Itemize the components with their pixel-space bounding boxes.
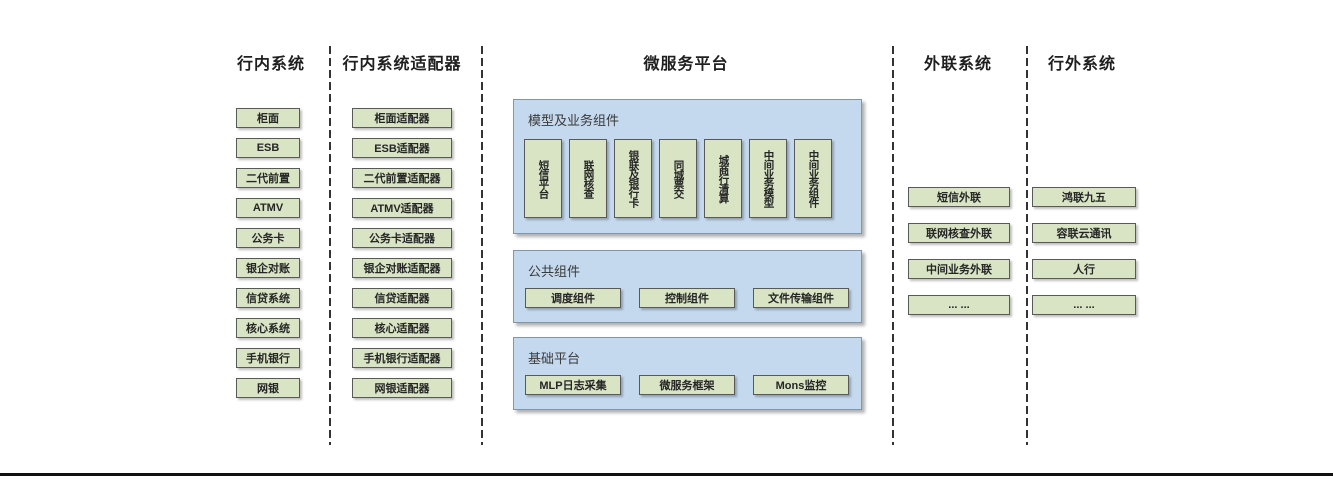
component-box-vertical: 城商行清算	[704, 139, 742, 218]
base-platform-list: MLP日志采集微服务框架 Mons监控	[525, 375, 849, 395]
component-label: 银联及银行卡	[627, 150, 640, 207]
divider-dashed-2	[481, 46, 483, 445]
adapter-box: 信贷适配器	[352, 288, 452, 308]
external-box: 鸿联九五	[1032, 187, 1136, 207]
component-box-vertical: 中间业务模型	[749, 139, 787, 218]
divider-dashed-4	[1026, 46, 1028, 445]
component-label: 短信平台	[537, 159, 550, 198]
system-box: 银企对账	[236, 258, 300, 278]
adapter-box: 手机银行适配器	[352, 348, 452, 368]
component-box-vertical: 同城票交	[659, 139, 697, 218]
system-box: 二代前置	[236, 168, 300, 188]
system-box: 公务卡	[236, 228, 300, 248]
panel-model-business-components: 模型及业务组件 短信平台 联网核查 银联及银行卡 同城票交 城商行清算 中间业务…	[513, 99, 862, 234]
component-box-vertical: 短信平台	[524, 139, 562, 218]
panel-common-components: 公共组件 调度组件控制组件文件传输组件	[513, 250, 862, 323]
system-box: ATMV	[236, 198, 300, 218]
panel-title-model: 模型及业务组件	[528, 113, 620, 128]
external-box: ... ...	[1032, 295, 1136, 315]
component-box: MLP日志采集	[525, 375, 621, 395]
adapter-box: ATMV适配器	[352, 198, 452, 218]
internal-systems-list: 柜面 ESB 二代前置 ATMV 公务卡银企对账信贷系统核心系统手机银行网银	[236, 108, 300, 398]
adapter-box: ESB适配器	[352, 138, 452, 158]
bottom-rule	[0, 473, 1333, 476]
system-box: 信贷系统	[236, 288, 300, 308]
outbound-box: 联网核查外联	[908, 223, 1010, 243]
adapter-box: 柜面适配器	[352, 108, 452, 128]
outbound-systems-list: 短信外联联网核查外联中间业务外联 ... ...	[908, 187, 1010, 315]
outbound-box: 中间业务外联	[908, 259, 1010, 279]
component-box-vertical: 银联及银行卡	[614, 139, 652, 218]
component-box: 控制组件	[639, 288, 735, 308]
component-box: 微服务框架	[639, 375, 735, 395]
column-title-internal-adapters: 行内系统适配器	[342, 56, 462, 73]
component-label: 城商行清算	[717, 154, 730, 203]
panel-title-base: 基础平台	[528, 351, 581, 366]
panel-title-common: 公共组件	[528, 264, 581, 279]
component-label: 联网核查	[582, 159, 595, 198]
column-title-microservice-platform: 微服务平台	[643, 56, 729, 73]
column-title-outbound-systems: 外联系统	[923, 56, 992, 73]
outbound-box: 短信外联	[908, 187, 1010, 207]
external-box: 人行	[1032, 259, 1136, 279]
adapter-box: 二代前置适配器	[352, 168, 452, 188]
common-components-list: 调度组件控制组件文件传输组件	[525, 288, 849, 308]
model-components-list: 短信平台 联网核查 银联及银行卡 同城票交 城商行清算 中间业务模型 中间业务组…	[524, 139, 832, 218]
component-box: 文件传输组件	[753, 288, 849, 308]
system-box: 柜面	[236, 108, 300, 128]
internal-adapters-list: 柜面适配器 ESB适配器二代前置适配器 ATMV适配器公务卡适配器银企对账适配器信贷…	[352, 108, 452, 398]
component-label: 中间业务模型	[762, 150, 775, 207]
system-box: 手机银行	[236, 348, 300, 368]
component-box-vertical: 联网核查	[569, 139, 607, 218]
column-title-external-systems: 行外系统	[1047, 56, 1116, 73]
adapter-box: 银企对账适配器	[352, 258, 452, 278]
adapter-box: 公务卡适配器	[352, 228, 452, 248]
component-label: 同城票交	[672, 159, 685, 198]
external-box: 容联云通讯	[1032, 223, 1136, 243]
system-box: ESB	[236, 138, 300, 158]
column-title-internal-systems: 行内系统	[236, 56, 305, 73]
divider-dashed-3	[892, 46, 894, 445]
component-box: 调度组件	[525, 288, 621, 308]
component-box-vertical: 中间业务组件	[794, 139, 832, 218]
component-label: 中间业务组件	[807, 150, 820, 207]
system-box: 网银	[236, 378, 300, 398]
adapter-box: 网银适配器	[352, 378, 452, 398]
divider-dashed-1	[329, 46, 331, 445]
panel-base-platform: 基础平台 MLP日志采集微服务框架 Mons监控	[513, 337, 862, 410]
external-systems-list: 鸿联九五容联云通讯人行 ... ...	[1032, 187, 1136, 315]
adapter-box: 核心适配器	[352, 318, 452, 338]
component-box: Mons监控	[753, 375, 849, 395]
outbound-box: ... ...	[908, 295, 1010, 315]
system-box: 核心系统	[236, 318, 300, 338]
